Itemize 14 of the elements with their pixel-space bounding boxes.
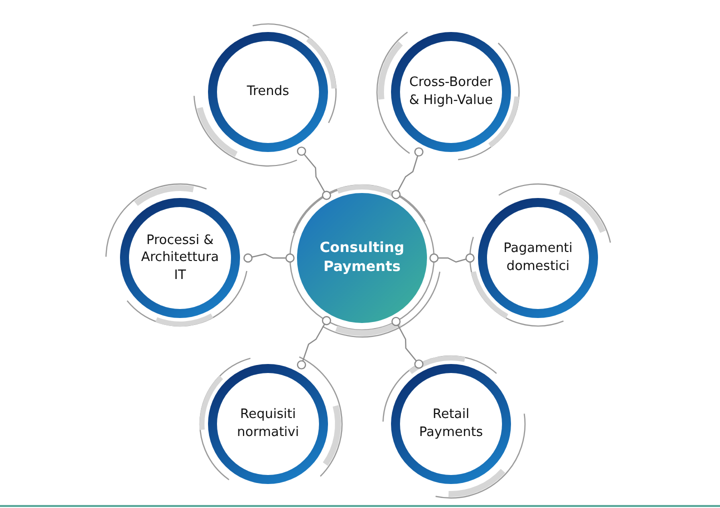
node-label: Trends (246, 83, 290, 101)
node-label: Consulting Payments (318, 239, 406, 277)
node-label: Processi & Architettura IT (140, 232, 220, 284)
connector-line (429, 253, 475, 263)
connector-line (391, 316, 424, 369)
hub-circle (297, 193, 427, 323)
node-label: Cross-Border & High-Value (408, 74, 494, 110)
node-label: Retail Payments (418, 406, 484, 442)
node-label: Requisiti normativi (236, 406, 300, 442)
connector-line (243, 253, 295, 263)
connector-line (296, 146, 332, 200)
node-label: Pagamenti domestici (502, 240, 574, 276)
connector-line (296, 316, 332, 370)
connector-line (391, 147, 424, 200)
